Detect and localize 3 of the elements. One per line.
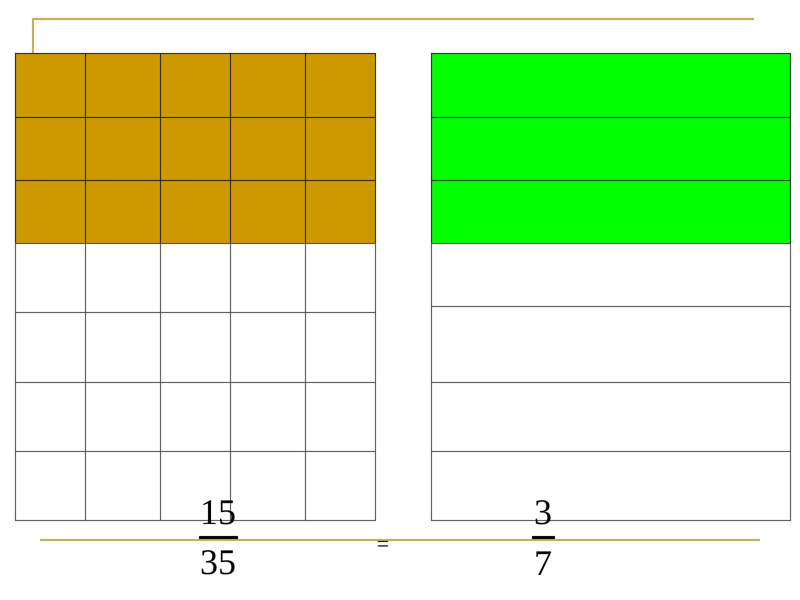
equals-sign: = [376, 533, 390, 555]
denominator: 35 [200, 544, 236, 580]
denominator: 7 [534, 545, 552, 581]
